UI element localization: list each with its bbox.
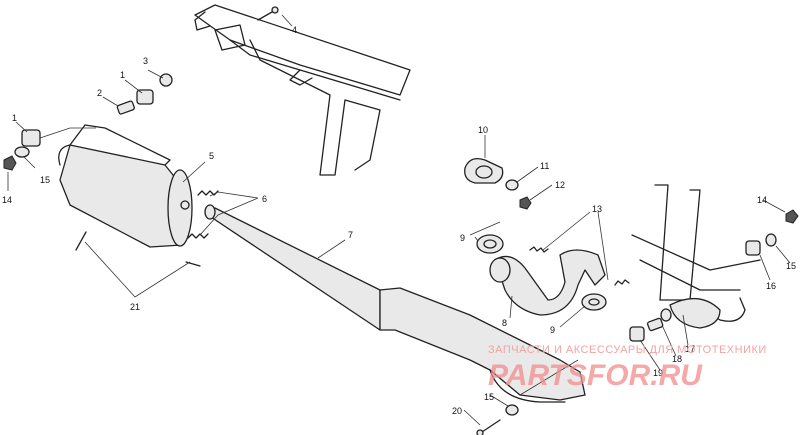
frame-rail-right [631,184,761,329]
callout-4-top: 4 [292,25,297,35]
callout-1-left: 1 [12,113,17,123]
callout-8: 8 [502,318,507,328]
washer-lower-right [660,308,672,322]
callout-15-left: 15 [40,175,50,185]
tail-pipe [204,204,586,403]
gasket-lower [581,293,607,311]
spring-13-left [529,246,549,253]
callout-2: 2 [97,88,102,98]
callout-1-upper: 1 [120,70,125,80]
bolt-top [257,6,279,21]
washer-right [765,233,777,247]
nut-12 [519,196,532,210]
nut-right [785,209,799,224]
callout-5: 5 [209,151,214,161]
callout-16: 16 [766,281,776,291]
spacer-upper [116,100,135,115]
callout-10: 10 [478,125,488,135]
spring-lower [187,233,209,239]
spacer-right [646,317,664,332]
head-pipe [489,249,606,316]
callout-20: 20 [452,406,462,416]
washer-bottom [505,404,519,416]
callout-11: 11 [540,161,549,171]
callout-14-right: 14 [757,195,767,205]
flange [464,157,504,184]
grommet-right [745,240,761,256]
callouts: 4 3 1 2 1 15 14 5 6 7 21 10 11 12 13 9 8… [2,25,796,416]
callout-21: 21 [130,302,140,312]
callout-13: 13 [592,204,602,214]
callout-14-left: 14 [2,195,12,205]
callout-19: 19 [653,368,663,378]
washer-11 [505,179,519,191]
leader-lines [7,14,791,426]
washer-upper [159,73,173,87]
bolt-bottom [476,419,501,435]
watermark-tagline: ЗАПЧАСТИ И АКСЕССУАРЫ ДЛЯ МОТОТЕХНИКИ [488,344,767,356]
spring-upper [197,190,219,196]
callout-12: 12 [555,180,565,190]
callout-7: 7 [348,230,353,240]
muffler [58,124,193,248]
rubber-grommet-left [21,129,41,147]
callout-6: 6 [262,194,267,204]
washer-left [14,146,30,158]
screw-left [75,231,87,251]
callout-15-right: 15 [786,261,796,271]
watermark: ЗАПЧАСТИ И АКСЕССУАРЫ ДЛЯ МОТОТЕХНИКИ PA… [488,344,767,392]
spring-13-right [614,279,630,286]
callout-15-bottom: 15 [484,392,494,402]
grommet-upper [136,89,154,105]
grommet-lower-right [629,326,645,342]
callout-9-lower: 9 [550,325,555,335]
gasket-upper [476,234,504,254]
screw-right [185,261,201,267]
callout-18: 18 [672,354,682,364]
watermark-brand: PARTSFOR.RU [488,359,703,392]
callout-9-upper: 9 [460,233,465,243]
callout-3: 3 [143,56,148,66]
nut-left [3,155,17,171]
frame-rail-upper [194,4,411,176]
callout-17: 17 [685,344,695,354]
